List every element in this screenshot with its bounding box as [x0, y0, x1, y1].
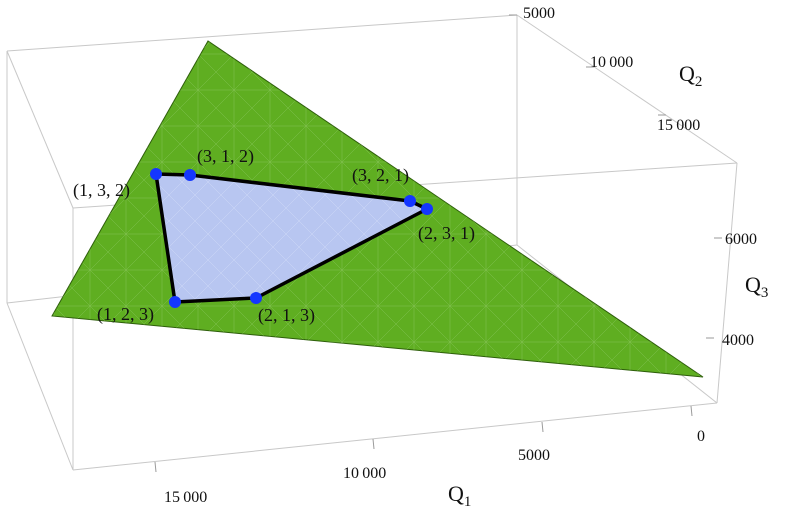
q2-tick-15000: 15 000: [657, 117, 700, 134]
q1-tick-5000: 5000: [518, 447, 550, 464]
q1-tick-10000: 10 000: [343, 465, 386, 482]
q1-tick-15000: 15 000: [164, 489, 207, 506]
q2-axis-label: Q2: [679, 61, 702, 90]
q2-tick-10000: 10 000: [590, 54, 633, 71]
vertex-132: [150, 168, 162, 180]
q3-tick-4000: 4000: [722, 332, 754, 349]
label-312: (3, 1, 2): [197, 146, 254, 167]
q1-axis: 15 000 10 000 5000 0 Q1: [154, 405, 705, 510]
vertex-labels: (1, 3, 2) (3, 1, 2) (3, 2, 1) (2, 3, 1) …: [73, 146, 475, 326]
vertex-312: [184, 169, 196, 181]
vertex-231: [421, 203, 433, 215]
q1-tick-0: 0: [697, 428, 705, 445]
q2-tick-5000: 5000: [523, 5, 555, 22]
label-321: (3, 2, 1): [352, 165, 409, 186]
q2-axis: 5000 10 000 15 000 Q2: [509, 5, 702, 134]
q3-axis-label: Q3: [745, 272, 768, 301]
q1-axis-label: Q1: [448, 481, 471, 510]
vertex-321: [404, 195, 416, 207]
label-132: (1, 3, 2): [73, 180, 130, 201]
vertex-markers: [150, 168, 433, 308]
vertex-213: [250, 292, 262, 304]
q3-axis: 6000 4000 Q3: [706, 231, 768, 349]
vertex-123: [169, 296, 181, 308]
label-123: (1, 2, 3): [97, 304, 154, 325]
label-213: (2, 1, 3): [258, 305, 315, 326]
label-231: (2, 3, 1): [418, 223, 475, 244]
q3-tick-6000: 6000: [725, 231, 757, 248]
